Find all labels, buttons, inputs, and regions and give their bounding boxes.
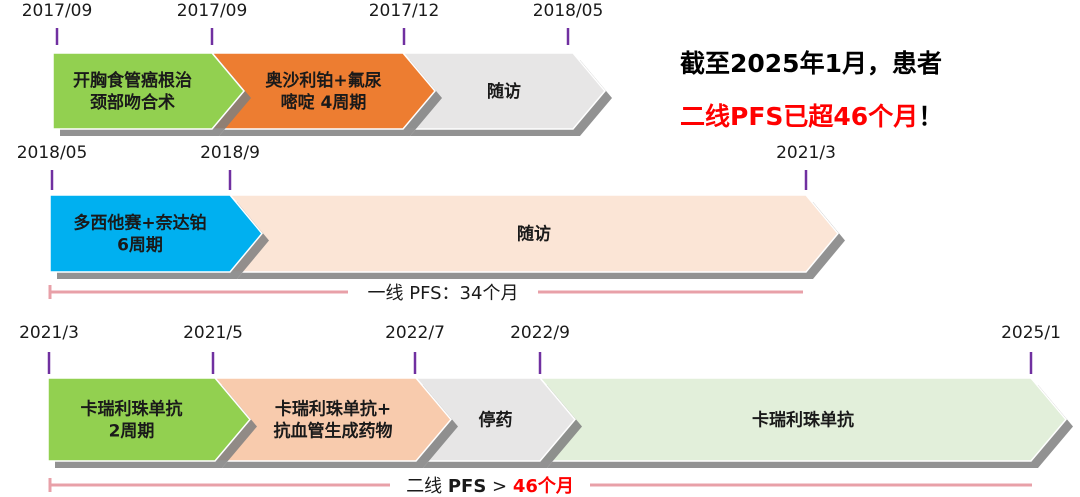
- row-2-segment-1-arrow: [49, 194, 263, 273]
- headline-pfs-highlight: 二线PFS已超46个月: [680, 102, 919, 131]
- row-1-date-label-1: 2017/09: [22, 1, 93, 21]
- headline-line-1: 截至2025年1月，患者: [680, 49, 942, 78]
- row-3-date-label-2: 2021/5: [183, 323, 243, 343]
- row-3-pfs-label-prefix: 二线: [406, 476, 448, 497]
- row-3-segment-1-label-line-2: 2周期: [109, 422, 155, 442]
- row-2-segment-1-label-line-2: 6周期: [117, 236, 163, 256]
- row-3-pfs-label-bold: PFS: [448, 476, 486, 497]
- row-3-segment-2-label-line-2: 抗血管生成药物: [274, 421, 393, 442]
- row-3-segment-1-arrow: [47, 377, 251, 462]
- row-3-segment-3-label-line-1: 停药: [479, 410, 513, 431]
- row-3-pfs-label-background: [390, 472, 590, 497]
- row-3-pfs-label-mid: >: [486, 476, 513, 497]
- row-1-date-label-2: 2017/09: [177, 1, 248, 21]
- row-3-pfs-label-value: 46个月: [513, 475, 574, 497]
- row-1-segment-2-arrow: [210, 52, 436, 130]
- headline-line-2: 二线PFS已超46个月！: [680, 97, 1070, 133]
- row-2-pfs-label-background: [348, 279, 538, 305]
- row-1-segment-1-arrow: [52, 52, 245, 130]
- row-1-segment-3-label-line-1: 随访: [487, 81, 521, 102]
- row-3-segment-1-label-line-1: 卡瑞利珠单抗: [81, 399, 183, 420]
- headline: 截至2025年1月，患者 二线PFS已超46个月！: [680, 44, 1070, 133]
- row-3-pfs-label: 二线 PFS > 46个月: [406, 475, 574, 497]
- row-3-date-label-5: 2025/1: [1001, 323, 1061, 343]
- row-1-date-label-3: 2017/12: [369, 1, 440, 21]
- row-1-segment-2-label-line-1: 奥沙利铂+氟尿: [265, 70, 381, 91]
- row-1-segment-1-label-line-2: 颈部吻合术: [90, 92, 175, 113]
- row-3-segment-2-label-line-1: 卡瑞利珠单抗+: [275, 399, 391, 420]
- row-2-pfs-label: 一线 PFS：34个月: [368, 283, 519, 304]
- row-3-date-label-1: 2021/3: [19, 323, 79, 343]
- row-2-date-label-3: 2021/3: [776, 143, 836, 163]
- row-1-segment-1-label-line-1: 开胸食管癌根治: [73, 70, 192, 91]
- row-3-segment-4-label-line-1: 卡瑞利珠单抗: [752, 410, 854, 431]
- row-3-date-label-3: 2022/7: [385, 323, 445, 343]
- row-2-date-label-2: 2018/9: [200, 143, 260, 163]
- row-2-date-label-1: 2018/05: [17, 143, 88, 163]
- row-1-date-label-4: 2018/05: [533, 1, 604, 21]
- row-2-segment-2-label-line-1: 随访: [517, 224, 551, 245]
- headline-exclamation: ！: [918, 102, 944, 131]
- row-3-date-label-4: 2022/9: [510, 323, 570, 343]
- row-2-segment-1-label-line-1: 多西他赛+奈达铂: [73, 213, 206, 234]
- row-1-segment-2-label-line-2: 嘧啶 4周期: [281, 92, 367, 113]
